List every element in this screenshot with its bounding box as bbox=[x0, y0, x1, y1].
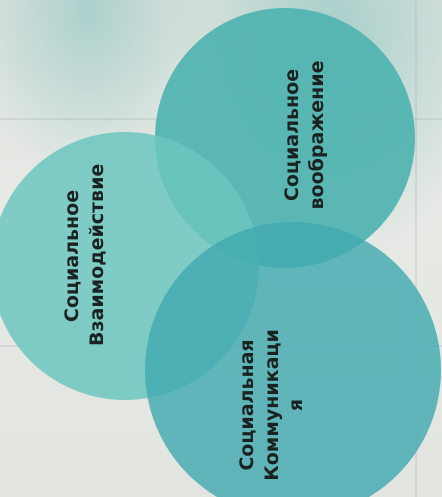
label-social-imagination: Социальное воображение bbox=[281, 60, 328, 210]
label-social-communication: Социальная Коммуникаци я bbox=[236, 329, 308, 481]
circle-social-communication bbox=[145, 222, 441, 497]
label-social-interaction: Социальное Взаимодействие bbox=[61, 163, 108, 346]
background-line bbox=[415, 0, 417, 497]
